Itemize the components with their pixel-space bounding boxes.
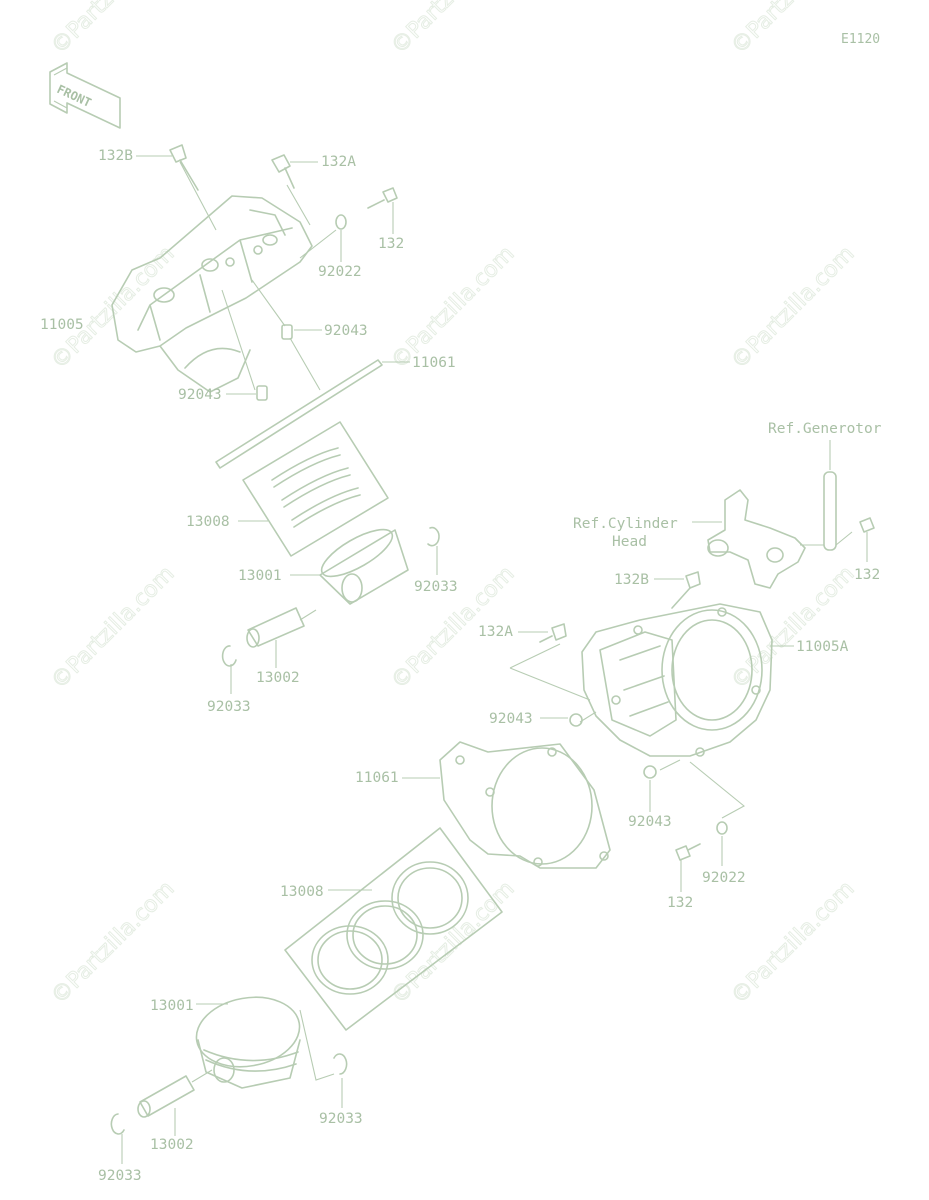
label-11061-top: 11061 <box>412 355 456 371</box>
label-92033-top-l: 92033 <box>207 699 251 715</box>
pin-13002-bot <box>137 1069 213 1136</box>
bolt-132-bot <box>675 843 701 892</box>
watermark: ©Partzilla.com <box>727 876 860 1009</box>
label-13001-bot: 13001 <box>150 998 194 1014</box>
front-arrow-icon: FRONT <box>49 62 121 129</box>
watermark: ©Partzilla.com <box>387 876 520 1009</box>
callout-labels: 132B 132A 132 92022 11005 92043 11061 92… <box>40 148 882 1184</box>
label-13008-bot: 13008 <box>280 884 324 900</box>
label-11005A: 11005A <box>796 639 849 655</box>
label-13001-top: 13001 <box>238 568 282 584</box>
bolt-132A-top <box>271 154 318 189</box>
label-13002-top: 13002 <box>256 670 300 686</box>
piston-13001-bot <box>195 996 335 1089</box>
label-132B-mid: 132B <box>614 572 649 588</box>
label-132B-top: 132B <box>98 148 133 164</box>
label-ref-generotor: Ref.Generotor <box>768 421 882 437</box>
label-132A-mid: 132A <box>478 624 513 640</box>
watermark: ©Partzilla.com <box>387 0 520 59</box>
clip-92033-top-l <box>221 645 237 694</box>
watermark: ©Partzilla.com <box>727 0 860 59</box>
watermark: ©Partzilla.com <box>47 876 180 1009</box>
dowel-92043-mid-r <box>643 765 657 812</box>
dowel-92043-mid-l <box>540 713 583 727</box>
label-92033-top-r: 92033 <box>414 579 458 595</box>
label-13002-bot: 13002 <box>150 1137 194 1153</box>
cylinder-11005A <box>581 603 794 757</box>
label-ref-cylinder: Ref.Cylinder <box>573 516 678 532</box>
label-132A-top: 132A <box>321 154 356 170</box>
label-92043-mid-l: 92043 <box>489 711 533 727</box>
label-92043-top-r: 92043 <box>324 323 368 339</box>
piston-13001-top <box>290 528 409 605</box>
label-92022-bot: 92022 <box>702 870 746 886</box>
bolt-132-top <box>367 187 398 234</box>
watermark: ©Partzilla.com <box>47 561 180 694</box>
watermark: ©Partzilla.com <box>727 561 860 694</box>
bolt-132B-mid <box>654 571 701 609</box>
dowel-92043-top-l <box>226 385 268 401</box>
clip-92033-top-r <box>427 526 440 575</box>
bolt-132A-mid <box>518 623 567 643</box>
label-92033-bot-r: 92033 <box>319 1111 363 1127</box>
watermark: ©Partzilla.com <box>727 241 860 374</box>
label-ref-cylinder-head: Head <box>612 534 647 550</box>
label-92043-top-l: 92043 <box>178 387 222 403</box>
diagram-code: E1120 <box>841 32 880 47</box>
clip-92033-bot-r <box>333 1053 348 1108</box>
bolt-132B-top <box>136 144 199 191</box>
label-132-bot: 132 <box>667 895 693 911</box>
label-11005-top: 11005 <box>40 317 84 333</box>
piston-rings-13008-bot <box>284 827 503 1031</box>
bolt-132-right <box>859 517 875 562</box>
pin-13002-top <box>246 607 317 668</box>
label-92033-bot-l: 92033 <box>98 1168 142 1184</box>
watermarks: ©Partzilla.com ©Partzilla.com ©Partzilla… <box>46 0 860 1010</box>
gasket-11061-mid <box>402 741 611 869</box>
watermark: ©Partzilla.com <box>47 0 180 59</box>
label-132-right: 132 <box>854 567 880 583</box>
piston-rings-13008-top <box>238 421 389 557</box>
clip-92033-bot-l <box>110 1113 125 1164</box>
label-92043-mid-r: 92043 <box>628 814 672 830</box>
gasket-11061-top <box>215 359 410 469</box>
label-13008-top: 13008 <box>186 514 230 530</box>
ref-generotor-shaft <box>823 440 837 551</box>
label-132-top: 132 <box>378 236 404 252</box>
label-92022-top: 92022 <box>318 264 362 280</box>
washer-92022-top <box>335 214 347 262</box>
dowel-92043-top-r <box>281 324 322 340</box>
label-11061-mid: 11061 <box>355 770 399 786</box>
ref-cylinder-head <box>692 489 853 589</box>
washer-92022-bot <box>716 821 728 866</box>
